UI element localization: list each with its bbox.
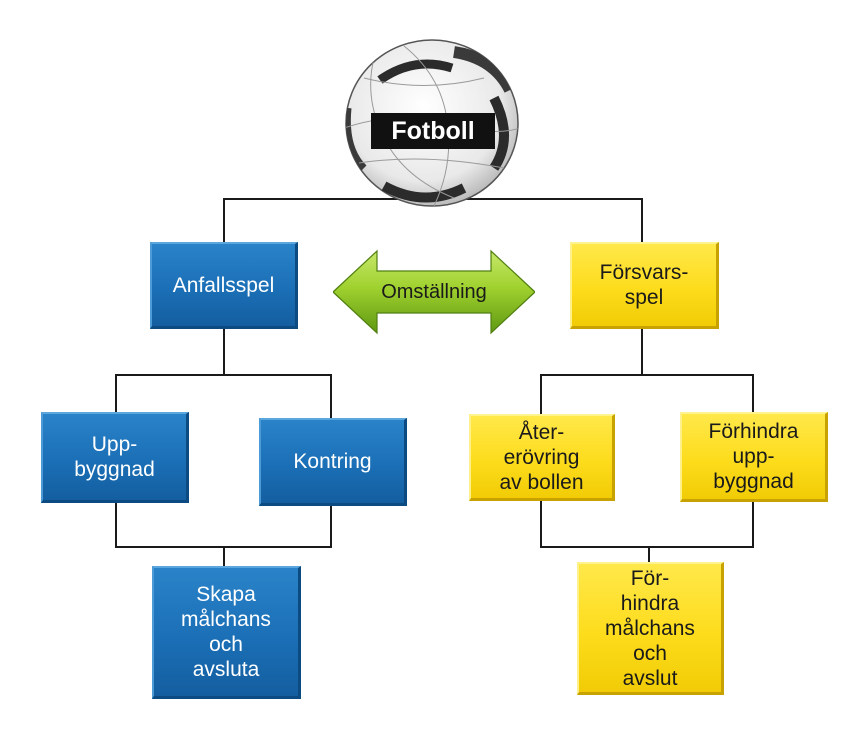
- defense-prevent-buildup-node: Förhindra upp- byggnad: [680, 412, 828, 502]
- connector-attack-split: [115, 374, 332, 418]
- connector-attack-merge: [115, 503, 332, 548]
- diagram-title: Fotboll: [371, 113, 495, 149]
- connector-defense-split: [540, 374, 754, 414]
- connector-defense-merge: [540, 501, 754, 548]
- attack-node: Anfallsspel: [150, 242, 298, 329]
- attack-buildup-node: Upp- byggnad: [41, 412, 189, 503]
- attack-outcome-node: Skapa målchans och avsluta: [152, 566, 301, 699]
- attack-counter-node: Kontring: [259, 418, 407, 506]
- defense-outcome-node: För- hindra målchans och avslut: [577, 562, 724, 695]
- transition-label: Omställning: [381, 280, 487, 303]
- defense-recovery-node: Åter- erövring av bollen: [469, 414, 615, 501]
- defense-node: Försvars- spel: [570, 242, 719, 329]
- double-arrow-icon: [333, 249, 535, 335]
